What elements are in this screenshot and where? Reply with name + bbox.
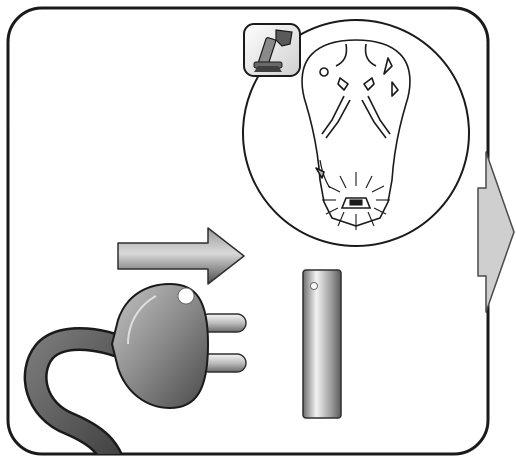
wall-socket-icon <box>302 269 342 419</box>
right-arrow-icon <box>117 227 245 285</box>
device-detail-inset <box>242 19 470 247</box>
light-on-indicator <box>322 172 390 230</box>
hand-tool-icon <box>243 23 301 77</box>
power-plug-icon <box>23 282 247 454</box>
next-arrow-icon <box>477 151 515 313</box>
